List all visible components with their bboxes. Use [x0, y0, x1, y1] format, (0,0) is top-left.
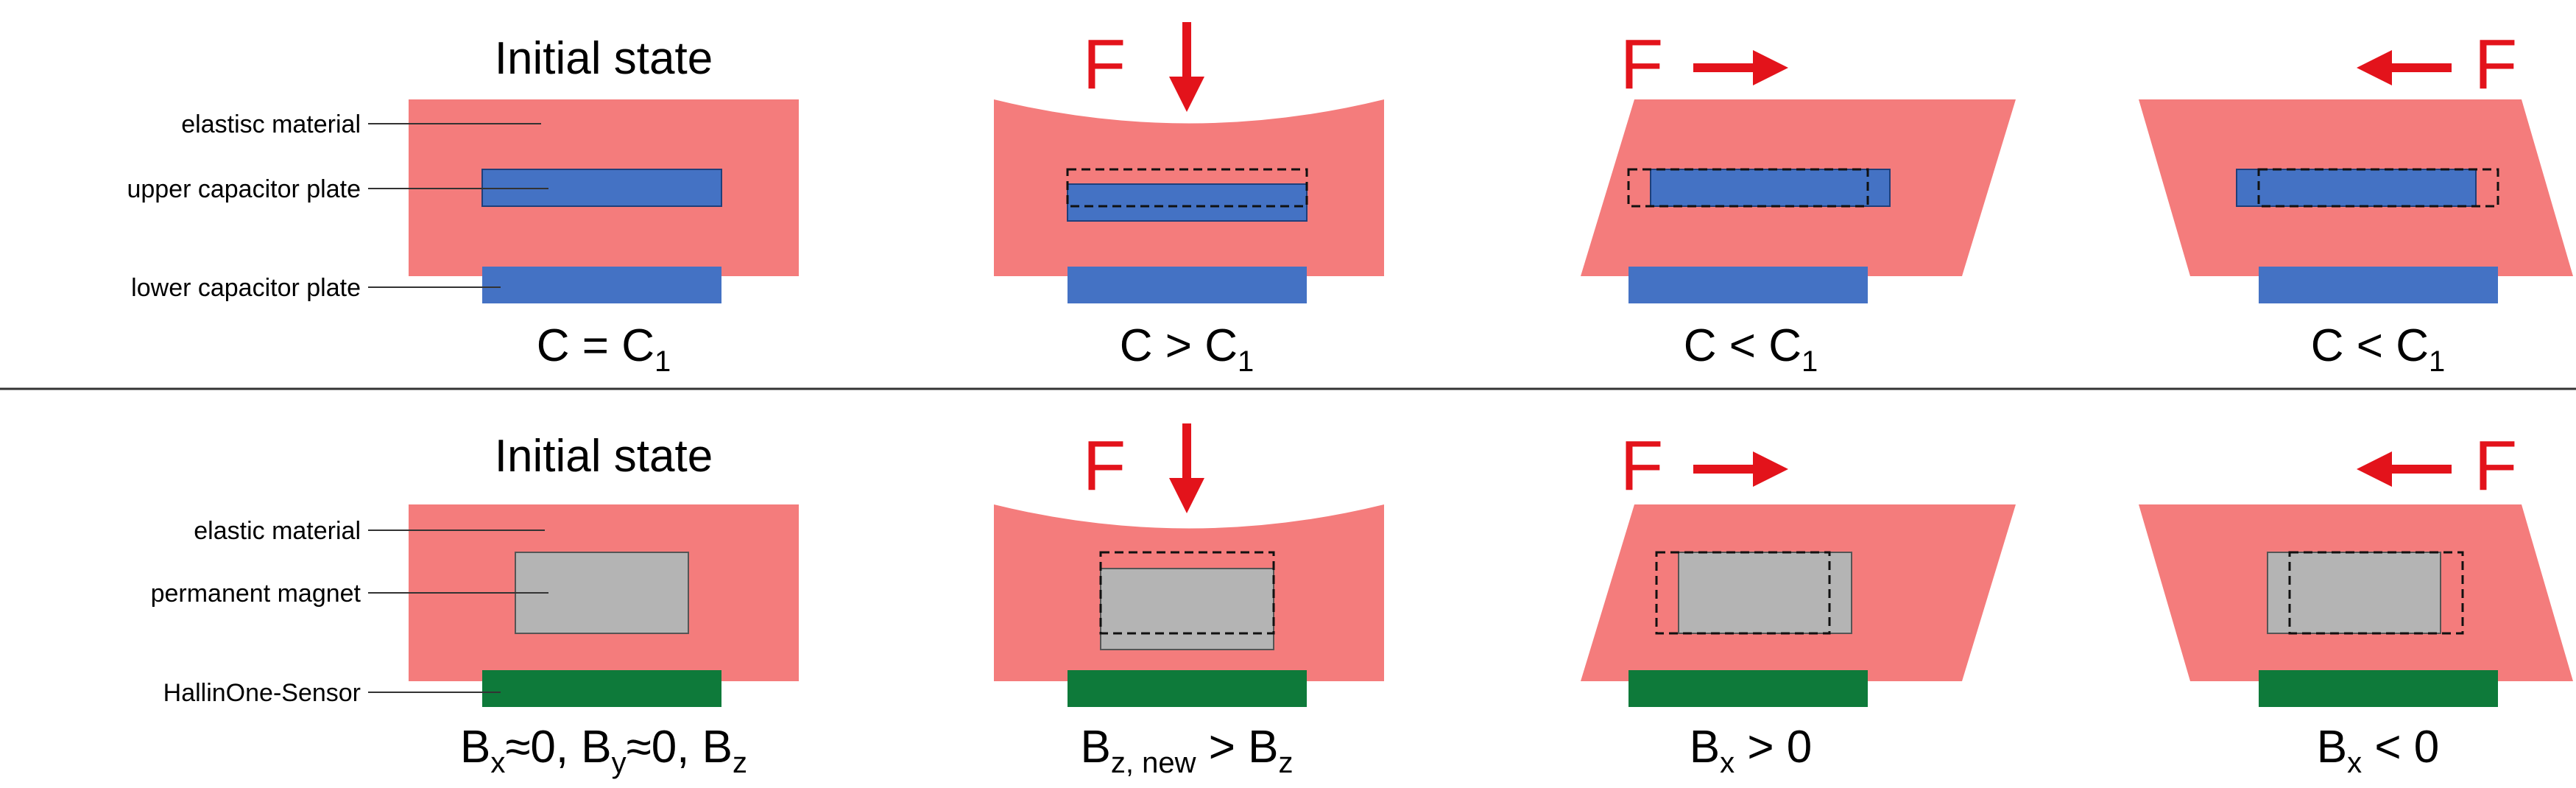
caption-b-initial: Bx≈0, By≈0, Bz	[460, 722, 747, 779]
original-position-outline	[1066, 168, 1308, 208]
permanent-magnet-pressed	[1100, 568, 1274, 650]
force-label: F	[2474, 25, 2518, 104]
capacitive-row: Initial state elastisc material upper ca…	[127, 22, 2573, 378]
mag-panel-initial: Initial state elastic material permanent…	[151, 431, 799, 779]
mag-panel-press: F Bz, new > Bz	[994, 423, 1384, 779]
label-elastic-material: elastic material	[194, 517, 361, 545]
force-label: F	[2474, 426, 2518, 505]
cap-panel-press: F C > C1	[994, 22, 1384, 378]
hall-sensor	[1068, 670, 1307, 707]
cap-panel-shear-right: F C < C1	[1581, 25, 2016, 378]
cap-title: Initial state	[495, 33, 713, 84]
upper-plate-pressed	[1067, 183, 1308, 222]
label-upper-plate: upper capacitor plate	[127, 175, 361, 203]
force-label: F	[1620, 25, 1664, 104]
original-position-outline	[2288, 551, 2464, 635]
original-position-outline	[1099, 551, 1275, 635]
lower-capacitor-plate	[1068, 267, 1307, 303]
permanent-magnet-shifted-left	[2267, 552, 2441, 634]
upper-plate-shifted-right	[1650, 169, 1891, 207]
caption-c-shear-left: C < C1	[2311, 320, 2445, 378]
cap-panel-initial: Initial state elastisc material upper ca…	[127, 33, 799, 378]
caption-c-shear-right: C < C1	[1684, 320, 1818, 378]
original-position-outline	[1627, 168, 1869, 208]
label-elastic-material: elastisc material	[181, 110, 361, 138]
lower-capacitor-plate	[482, 267, 721, 303]
caption-b-press: Bz, new > Bz	[1081, 722, 1294, 779]
caption-c-initial: C = C1	[537, 320, 671, 378]
lower-capacitor-plate	[2259, 267, 2498, 303]
hall-sensor	[482, 670, 721, 707]
original-position-outline	[2257, 168, 2499, 208]
label-hall-sensor: HallinOne-Sensor	[163, 679, 361, 707]
hall-sensor	[1628, 670, 1868, 707]
caption-b-shear-right: Bx > 0	[1690, 722, 1813, 779]
magnetic-row: Initial state elastic material permanent…	[151, 423, 2573, 779]
original-position-outline	[1655, 551, 1831, 635]
upper-plate-shifted-left	[2236, 169, 2477, 207]
label-lower-plate: lower capacitor plate	[131, 274, 361, 302]
hall-sensor	[2259, 670, 2498, 707]
caption-b-shear-left: Bx < 0	[2317, 722, 2440, 779]
caption-c-press: C > C1	[1120, 320, 1254, 378]
permanent-magnet-shifted-right	[1678, 552, 1852, 634]
mag-title: Initial state	[495, 431, 713, 482]
lower-capacitor-plate	[1628, 267, 1868, 303]
mag-panel-shear-left: F Bx < 0	[2139, 426, 2573, 779]
cap-panel-shear-left: F C < C1	[2139, 25, 2573, 378]
label-permanent-magnet: permanent magnet	[151, 580, 361, 608]
mag-panel-shear-right: F Bx > 0	[1581, 426, 2016, 779]
force-label: F	[1083, 426, 1126, 505]
force-label: F	[1083, 25, 1126, 104]
force-label: F	[1620, 426, 1664, 505]
